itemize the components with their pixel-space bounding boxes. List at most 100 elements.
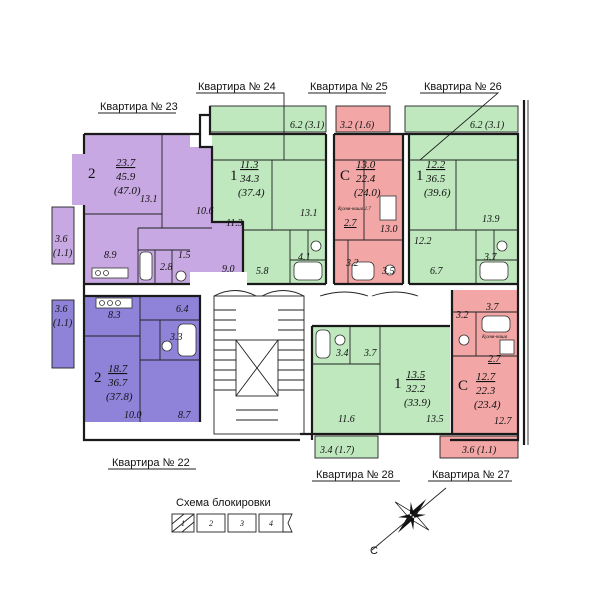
apt-25-balcony: 3.2 (1.6)	[339, 120, 375, 131]
compass-rose-icon	[371, 487, 447, 551]
apt-27-full: (23.4)	[474, 399, 501, 411]
apt-22-area-2: 6.4	[176, 304, 189, 315]
apt-24-full: (37.4)	[238, 187, 265, 199]
interior-partitions	[84, 134, 518, 434]
apartment-27-labels: 3.2 3.7 Кухня-ниша 2.7 С 12.7 22.3 (23.4…	[455, 302, 513, 456]
apt-25-living: 13.0	[356, 159, 376, 171]
apartment-26-fill[interactable]	[409, 134, 518, 284]
apt-23-balcony: 3.6	[54, 234, 68, 245]
apt-26-area-4: 6.7	[430, 266, 444, 277]
legend-section-1: 1	[181, 519, 185, 528]
apt-23-rooms: 2	[88, 166, 96, 182]
apt-23-area-2: 10.6	[196, 206, 214, 217]
apt-27-balcony: 3.6 (1.1)	[461, 445, 497, 456]
apartment-27-balcony-fill	[440, 436, 518, 458]
apt-24-area-1: 11.3	[226, 218, 243, 229]
apt-28-rooms: 1	[394, 376, 402, 392]
apt-26-rooms: 1	[416, 168, 424, 184]
apt-25-rooms: С	[340, 168, 350, 184]
compass-north-label: С	[370, 545, 378, 557]
stair-core	[213, 290, 419, 435]
apt-24-area-2: 13.1	[300, 208, 318, 219]
apt-23-area-4: 2.8	[160, 262, 173, 273]
apartment-24-labels: 6.2 (3.1) 1 11.3 34.3 (37.4) 11.3 13.1 4…	[226, 120, 325, 277]
header-apt-22: Квартира № 22	[112, 457, 190, 469]
header-apt-26: Квартира № 26	[424, 81, 502, 93]
apt-28-living: 13.5	[406, 369, 426, 381]
apt-22-rooms: 2	[94, 370, 102, 386]
apt-23-area-3: 8.9	[104, 250, 117, 261]
apt-28-balcony: 3.4 (1.7)	[319, 445, 355, 456]
apt-22-area-5: 8.7	[178, 410, 192, 421]
apt-27-rooms: С	[458, 378, 468, 394]
apt-22-area-1: 8.3	[108, 310, 121, 321]
apt-23-area-1: 13.1	[140, 194, 158, 205]
fixtures	[91, 195, 515, 359]
apt-25-note: Кухня-ниша 2.7	[337, 207, 371, 212]
apt-23-area-5: 1.5	[178, 250, 191, 261]
apt-25-area-3: 3.2	[345, 258, 359, 269]
header-apt-24: Квартира № 24	[198, 81, 276, 93]
apt-27-area-3: 2.7	[488, 354, 502, 365]
apartment-22-labels: 8.3 6.4 3.3 2 18.7 36.7 (37.8) 10.0 8.7 …	[53, 304, 192, 421]
apt-27-area-2: 3.7	[485, 302, 500, 313]
apt-28-total: 32.2	[405, 383, 426, 395]
apartment-23-fill[interactable]	[72, 134, 243, 284]
apt-22-full: (37.8)	[106, 391, 133, 403]
apt-22-area-3: 3.3	[169, 332, 183, 343]
apt-26-total: 36.5	[425, 173, 446, 185]
header-apt-28: Квартира № 28	[316, 469, 394, 481]
apartment-25-labels: 3.2 (1.6) С 13.0 22.4 (24.0) Кухня-ниша …	[337, 120, 398, 277]
apt-22-area-4: 10.0	[124, 410, 142, 421]
apt-24-balcony: 6.2 (3.1)	[290, 120, 325, 131]
apartment-24-fill[interactable]	[212, 134, 326, 284]
apt-23-area-6: 9.0	[222, 264, 235, 275]
apartment-24-balcony-fill	[210, 106, 326, 132]
apt-22-balcony: 3.6	[54, 304, 68, 315]
apartment-25-balcony-fill	[336, 106, 390, 132]
apt-24-rooms: 1	[230, 168, 238, 184]
apt-22-total: 36.7	[107, 377, 128, 389]
apt-27-area-4: 12.7	[494, 416, 513, 427]
apt-25-total: 22.4	[356, 173, 376, 185]
apartment-22-balcony-fill	[52, 300, 74, 368]
apt-25-full: (24.0)	[354, 187, 381, 199]
apt-27-note: Кухня-ниша	[481, 335, 508, 340]
header-apt-25: Квартира № 25	[310, 81, 388, 93]
apt-23-living: 23.7	[116, 157, 136, 169]
apt-27-living: 12.7	[476, 371, 496, 383]
apt-25-area-4: 3.5	[381, 266, 395, 277]
apartment-headers: Квартира № 23 Квартира № 24 Квартира № 2…	[98, 81, 512, 482]
apartment-22-fill[interactable]	[84, 296, 200, 422]
apartment-28-balcony-fill	[315, 436, 378, 458]
apt-26-balcony: 6.2 (3.1)	[470, 120, 505, 131]
apt-26-area-3: 3.7	[483, 252, 498, 263]
apt-24-total: 34.3	[239, 173, 260, 185]
apartment-26-balcony-fill	[405, 106, 518, 132]
apt-27-total: 22.3	[476, 385, 496, 397]
apt-24-area-4: 5.8	[256, 266, 269, 277]
apartment-28-fill[interactable]	[312, 326, 450, 434]
apartment-23-balcony-fill	[52, 207, 74, 264]
outer-walls	[82, 100, 529, 445]
blocking-scheme-legend: Схема блокировки 1 2 3 4	[171, 497, 293, 533]
apt-24-area-3: 4.1	[298, 252, 311, 263]
apartment-25-fill[interactable]	[334, 134, 403, 284]
apt-25-area-2: 13.0	[380, 224, 398, 235]
apartment-28-labels: 3.4 3.7 1 13.5 32.2 (33.9) 11.6 13.5 3.4…	[319, 348, 444, 456]
apt-28-area-1: 3.4	[335, 348, 349, 359]
apt-28-full: (33.9)	[404, 397, 431, 409]
header-apt-27: Квартира № 27	[432, 469, 510, 481]
apt-26-full: (39.6)	[424, 187, 451, 199]
apartment-26-labels: 6.2 (3.1) 1 12.2 36.5 (39.6) 13.9 12.2 3…	[414, 120, 505, 277]
balconies	[51, 105, 519, 459]
apt-28-area-2: 3.7	[363, 348, 378, 359]
apt-26-living: 12.2	[426, 159, 446, 171]
apt-22-balcony-2: (1.1)	[53, 318, 73, 329]
apt-23-balcony-2: (1.1)	[53, 248, 73, 259]
apt-28-area-3: 11.6	[338, 414, 355, 425]
apt-28-area-4: 13.5	[426, 414, 444, 425]
apt-25-area-1: 2.7	[344, 218, 358, 229]
